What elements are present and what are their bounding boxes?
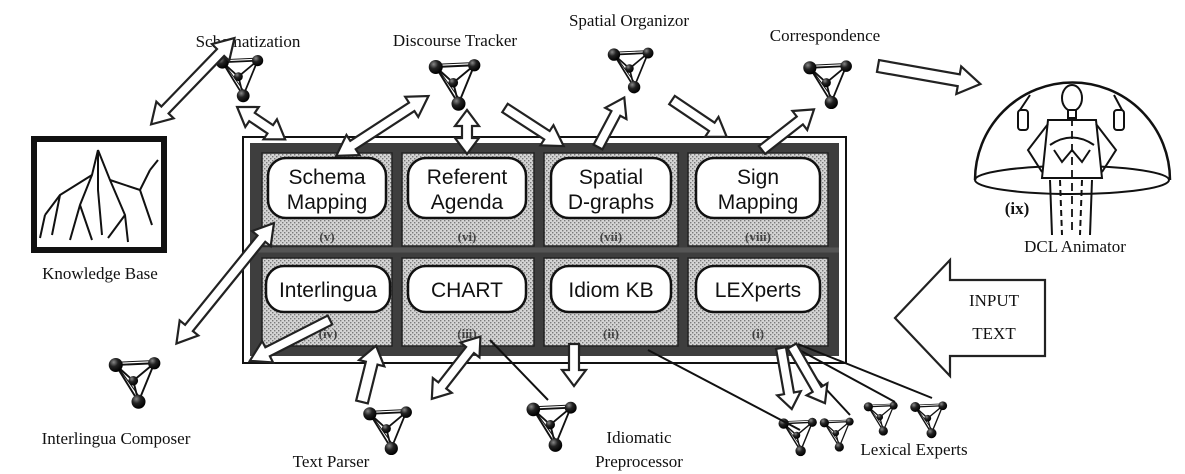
discourse-tracker-agent-icon [427, 58, 482, 112]
cell-sign-mapping: Sign Mapping (viii) [687, 152, 829, 247]
interlingua-label: Interlingua [279, 279, 377, 302]
schema-mapping-line2: Mapping [287, 191, 368, 214]
cell-referent-agenda: Referent Agenda (vi) [401, 152, 535, 247]
lexical-expert-agent-icon [819, 416, 855, 453]
animator-numeral: (ix) [1005, 199, 1030, 218]
interlingua-box [264, 264, 392, 314]
sign-mapping-line2: Mapping [718, 191, 799, 214]
numeral-i: (i) [752, 326, 764, 341]
cell-idiom-kb: Idiom KB (ii) [543, 257, 679, 347]
correspondence-agent-icon [802, 59, 853, 110]
schema-mapping-box [266, 156, 388, 220]
referent-agenda-box [406, 156, 528, 220]
input-label-line2: TEXT [972, 324, 1016, 343]
arrows [149, 36, 1047, 411]
chart-box [406, 264, 528, 314]
lexperts-box [694, 264, 822, 314]
cell-schema-mapping: Schema Mapping (v) [261, 152, 393, 247]
arrow-lexperts-to-expert [774, 345, 803, 411]
lexical-experts-label: Lexical Experts [860, 440, 967, 459]
idiom-kb-label: Idiom KB [568, 279, 653, 302]
double-arrow-composer-schema [175, 221, 276, 346]
double-arrow-schema-mapping-discourse [334, 94, 431, 158]
arrow-parser-to-chart [354, 343, 387, 405]
knowledge-tree-icon [39, 149, 159, 243]
schematization-agent-icon [215, 54, 265, 104]
referent-agenda-line2: Agenda [431, 191, 504, 214]
schematization-label: Schematization [196, 32, 301, 51]
knowledge-base [31, 136, 167, 253]
arrow-organizor-to-sign [667, 94, 729, 139]
arrow-discourse-to-spatial [500, 102, 566, 148]
idiom-kb-box [549, 264, 673, 314]
arrow-interlingua-to-composer [247, 314, 334, 364]
knowledge-base-label: Knowledge Base [42, 264, 158, 283]
schema-mapping-line1: Schema [288, 166, 365, 189]
numeral-v: (v) [319, 229, 334, 244]
double-arrow-kb-schematization [149, 36, 236, 126]
lexical-expert-agent-icon [863, 400, 899, 437]
numeral-vi: (vi) [458, 229, 477, 244]
numeral-ii: (ii) [603, 326, 619, 341]
text-parser-label: Text Parser [293, 452, 370, 471]
sign-mapping-line1: Sign [737, 166, 779, 189]
spatial-organizor-agent-icon [606, 46, 655, 95]
input-label-line1: INPUT [969, 291, 1020, 310]
arrow-spatial-to-organizor [592, 95, 628, 151]
double-arrow-chart-parser [430, 335, 482, 401]
arrow-lexperts-to-expert-2 [786, 341, 829, 405]
spatial-organizor-label: Spatial Organizor [569, 11, 689, 30]
discourse-tracker-label: Discourse Tracker [393, 31, 518, 50]
input-text-arrow [893, 257, 1047, 379]
cell-spatial-d-graphs: Spatial D-graphs (vii) [543, 152, 679, 247]
lexical-expert-agent-icon [777, 416, 818, 457]
text-parser-agent-icon [362, 405, 413, 456]
cell-chart: CHART (iii) [401, 257, 535, 347]
lexical-expert-agent-icon [909, 400, 948, 439]
animator-label: DCL Animator [1024, 237, 1126, 256]
numeral-iii: (iii) [457, 326, 477, 341]
double-arrow-schematization-board [235, 105, 287, 141]
cell-lexperts: LEXperts (i) [687, 257, 829, 347]
arrow-sign-to-correspondence [757, 108, 816, 156]
lexperts-label: LEXperts [715, 279, 801, 302]
referent-agenda-line1: Referent [427, 166, 508, 189]
cell-interlingua: Interlingua (iv) [261, 257, 393, 347]
idiomatic-label-line1: Idiomatic [606, 428, 672, 447]
correspondence-label: Correspondence [770, 26, 880, 45]
signer-figure-icon [1017, 84, 1125, 236]
sign-mapping-box [694, 156, 822, 220]
idiomatic-label-line2: Preprocessor [595, 452, 683, 471]
idiomatic-preprocessor-agent-icon [525, 400, 578, 453]
chart-label: CHART [431, 279, 503, 302]
arrow-idiom-to-preprocessor [559, 342, 589, 388]
interlingua-composer-agent-icon [107, 356, 162, 410]
interlingua-composer-label: Interlingua Composer [42, 429, 191, 448]
spatial-d-graphs-line2: D-graphs [568, 191, 654, 214]
spatial-d-graphs-line1: Spatial [579, 166, 643, 189]
spatial-d-graphs-box [549, 156, 673, 220]
numeral-viii: (viii) [745, 229, 771, 244]
dcl-animator [973, 81, 1172, 236]
double-arrow-discourse-referent [452, 108, 482, 156]
arrow-correspondence-to-animator [875, 58, 983, 96]
numeral-vii: (vii) [600, 229, 622, 244]
